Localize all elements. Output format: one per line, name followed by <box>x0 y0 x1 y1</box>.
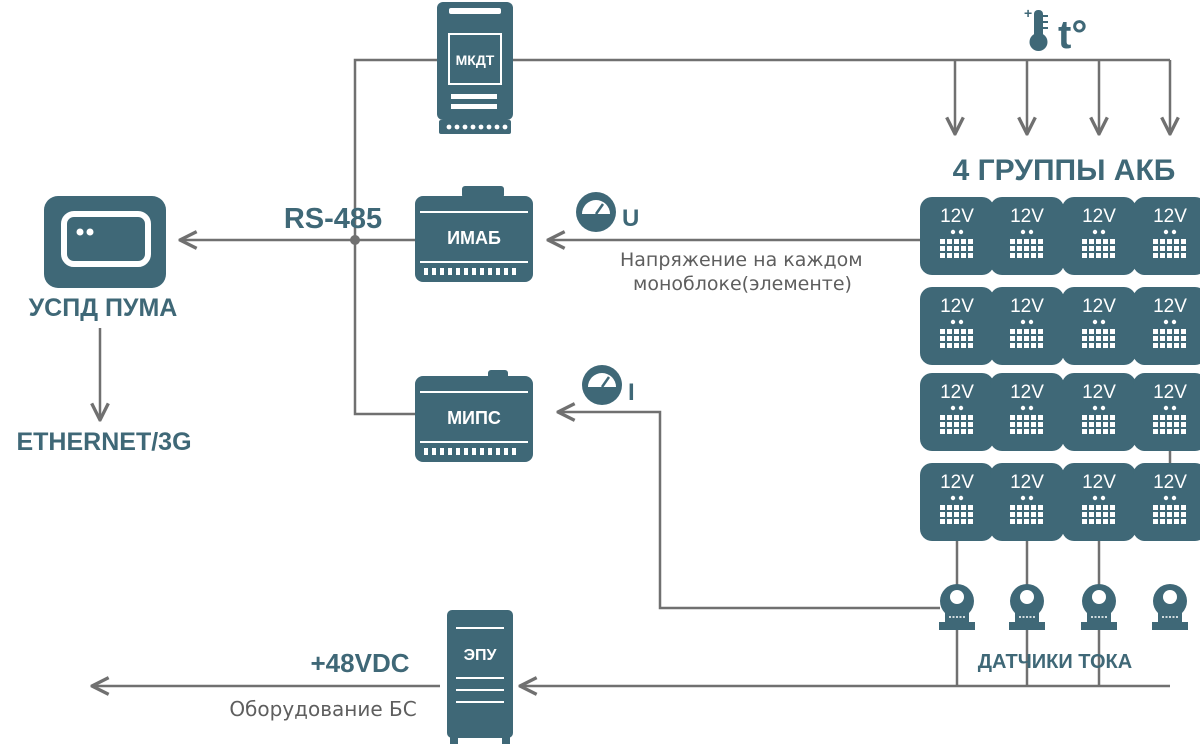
gauge-icon <box>576 192 616 232</box>
power-out-label: +48VDC <box>311 648 410 678</box>
battery-groups-title: 4 ГРУППЫ АКБ <box>953 154 1176 187</box>
imab-device: ИМАБ <box>415 186 533 282</box>
battery-voltage-label: 12V <box>1153 382 1187 403</box>
battery-icon: 12V <box>1062 287 1136 365</box>
battery-voltage-label: 12V <box>1010 296 1044 317</box>
battery-voltage-label: 12V <box>940 296 974 317</box>
battery-icon: 12V <box>920 373 994 451</box>
mips-label: МИПС <box>447 408 501 428</box>
battery-voltage-label: 12V <box>1082 296 1116 317</box>
current-sensor-icon <box>1152 584 1188 630</box>
uspd-label: УСПД ПУМА <box>29 294 178 322</box>
current-sensors-label: ДАТЧИКИ ТОКА <box>978 651 1132 673</box>
battery-voltage-label: 12V <box>1153 206 1187 227</box>
battery-voltage-label: 12V <box>940 472 974 493</box>
battery-voltage-label: 12V <box>1153 472 1187 493</box>
battery-voltage-label: 12V <box>1153 296 1187 317</box>
battery-icon: 12V <box>1133 463 1200 541</box>
current-sensor-icon <box>1009 584 1045 630</box>
battery-icon: 12V <box>920 463 994 541</box>
rs485-label: RS-485 <box>284 203 382 235</box>
voltage-note-line2: моноблоке(элементе) <box>633 273 852 295</box>
thermometer-icon: + <box>1024 5 1048 51</box>
svg-text:+: + <box>1024 5 1032 21</box>
battery-icon: 12V <box>920 197 994 275</box>
ethernet-label: ETHERNET/3G <box>16 428 191 456</box>
mkdt-label: МКДТ <box>456 52 495 68</box>
battery-icon: 12V <box>1133 373 1200 451</box>
battery-icon: 12V <box>920 287 994 365</box>
gauge-icon <box>582 365 622 405</box>
current-sensor-icon <box>1081 584 1117 630</box>
battery-voltage-label: 12V <box>1082 472 1116 493</box>
battery-icon: 12V <box>990 197 1064 275</box>
battery-icon: 12V <box>990 373 1064 451</box>
current-symbol: I <box>628 379 635 406</box>
battery-icon: 12V <box>1062 463 1136 541</box>
current-line <box>558 412 940 610</box>
bus-junction <box>350 235 360 245</box>
battery-icon: 12V <box>1062 373 1136 451</box>
current-sensors <box>939 584 1188 630</box>
mkdt-device: МКДТ <box>437 2 513 134</box>
battery-icon: 12V <box>990 463 1064 541</box>
current-sensor-icon <box>939 584 975 630</box>
temperature-label: t° <box>1058 13 1087 57</box>
imab-label: ИМАБ <box>447 228 501 248</box>
epu-device: ЭПУ <box>447 610 513 744</box>
battery-icon: 12V <box>1133 287 1200 365</box>
battery-voltage-label: 12V <box>1082 382 1116 403</box>
connection-lines <box>92 58 1170 686</box>
battery-icon: 12V <box>1062 197 1136 275</box>
mips-device: МИПС <box>415 370 533 462</box>
epu-label: ЭПУ <box>464 647 498 664</box>
battery-voltage-label: 12V <box>940 382 974 403</box>
battery-grid: 12V 12V 12V 12V 12V 12V 12V 12V 12V 12V 12V 12V 12V 1… <box>920 197 1200 541</box>
voltage-symbol: U <box>622 205 639 232</box>
power-out-note: Оборудование БС <box>229 697 416 721</box>
battery-voltage-label: 12V <box>1010 472 1044 493</box>
battery-icon: 12V <box>1133 197 1200 275</box>
battery-voltage-label: 12V <box>1010 206 1044 227</box>
battery-voltage-label: 12V <box>940 206 974 227</box>
battery-voltage-label: 12V <box>1010 382 1044 403</box>
battery-voltage-label: 12V <box>1082 206 1116 227</box>
uspd-device: УСПД ПУМА <box>29 196 178 322</box>
voltage-note-line1: Напряжение на каждом <box>620 249 863 271</box>
battery-icon: 12V <box>990 287 1064 365</box>
